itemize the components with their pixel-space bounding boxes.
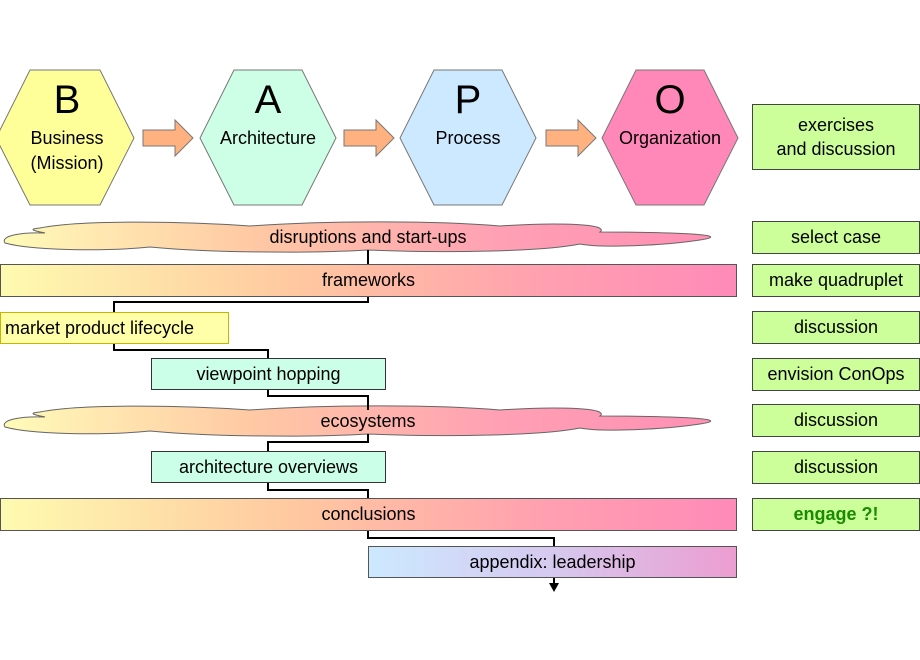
connector-overviews-conclusions <box>267 483 369 498</box>
ecosystems-cloud <box>3 405 712 437</box>
discussion-box-1: discussion <box>752 311 920 344</box>
business-label-line-2: (Mission) <box>30 153 104 173</box>
business-label-line-1: Business <box>30 128 104 148</box>
exercises-box: exercises and discussion <box>752 104 920 170</box>
disruptions-label: disruptions and start-ups <box>269 227 467 247</box>
down-arrowhead <box>549 583 559 592</box>
arrow-a-to-p <box>343 118 395 158</box>
architecture-label: Architecture <box>219 128 317 148</box>
connector-ecosystems-overviews <box>267 434 369 451</box>
engage-box: engage ?! <box>752 498 920 531</box>
process-hexagon <box>399 69 537 206</box>
disruptions-cloud <box>3 221 712 253</box>
exercises-line-1: exercises <box>797 115 875 135</box>
connector-market-viewpoint <box>113 344 269 358</box>
appendix-leadership-bar: appendix: leadership <box>368 546 737 578</box>
architecture-hexagon <box>199 69 337 206</box>
connector-viewpoint-ecosystems <box>267 390 369 410</box>
business-letter: B <box>53 78 81 122</box>
arrow-b-to-a <box>142 118 194 158</box>
connector-conclusions-appendix <box>367 531 555 546</box>
envision-conops-box: envision ConOps <box>752 358 920 391</box>
frameworks-bar: frameworks <box>0 264 737 297</box>
discussion-box-3: discussion <box>752 451 920 484</box>
select-case-box: select case <box>752 221 920 254</box>
process-label: Process <box>435 128 501 148</box>
organization-hexagon <box>601 69 739 206</box>
exercises-line-2: and discussion <box>776 139 896 159</box>
business-hexagon <box>0 69 135 206</box>
make-quadruplet-box: make quadruplet <box>752 264 920 297</box>
viewpoint-hopping-box: viewpoint hopping <box>151 358 386 390</box>
organization-label: Organization <box>618 128 722 148</box>
ecosystems-label: ecosystems <box>320 411 416 431</box>
market-product-lifecycle-box: market product lifecycle <box>0 312 229 344</box>
arrow-p-to-o <box>545 118 597 158</box>
connector-frameworks-market <box>113 297 369 312</box>
process-letter: P <box>454 78 482 122</box>
architecture-letter: A <box>254 78 282 122</box>
discussion-box-2: discussion <box>752 404 920 437</box>
architecture-overviews-box: architecture overviews <box>151 451 386 483</box>
organization-letter: O <box>654 78 686 122</box>
conclusions-bar: conclusions <box>0 498 737 531</box>
